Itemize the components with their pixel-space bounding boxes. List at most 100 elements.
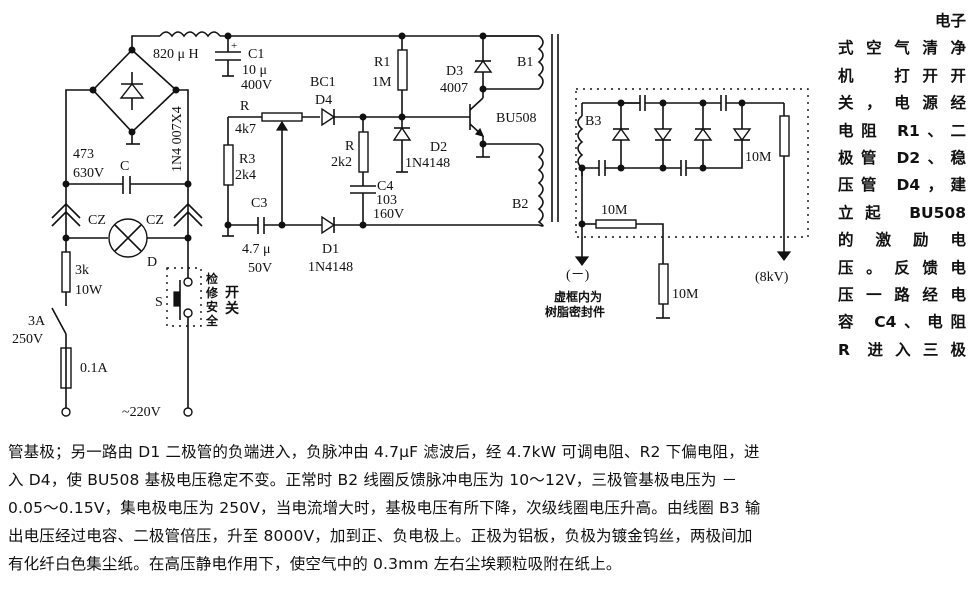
d2-part: 1N4148 <box>405 156 450 171</box>
hv-diode-4 <box>732 128 752 142</box>
switch-char: 检 <box>206 271 218 286</box>
side-text-line: 的 激 励 电 <box>838 231 966 250</box>
potting-note-2: 树脂密封件 <box>545 304 605 319</box>
potentiometer-4k7: R 4k7 <box>227 99 320 225</box>
side-text-line: 压管 D4，建 <box>838 176 966 195</box>
side-text-line: 电阻 R1、二 <box>838 121 966 140</box>
side-description: 电子 式空气清净 机 打开开 关，电源经 电阻 R1、二 极管 D2、稳 压管 … <box>838 8 966 364</box>
switch-label-vertical-1: 检 修 安 全 <box>205 271 222 328</box>
b3-label: B3 <box>585 114 601 129</box>
diode-d2: D2 1N4148 <box>392 117 450 173</box>
side-text-line: 容 C4、电阻 <box>838 313 966 332</box>
r-2k2-value: 2k2 <box>331 155 352 170</box>
inductor-820uH: 820 μ H <box>131 31 221 62</box>
resistor-r1: R1 1M <box>372 32 408 117</box>
cz-left-label: CZ <box>88 213 106 228</box>
r-3k-value: 3k <box>75 263 89 278</box>
mains-terminal-left <box>61 407 71 417</box>
r-3k-power: 10W <box>75 283 103 298</box>
resistor-10m-series: 10M <box>582 203 664 264</box>
side-text-line: 关，电源经 <box>838 94 966 113</box>
capacitor-c3: C3 4.7 μ 50V <box>228 196 282 276</box>
body-text-line: 出电压经过电容、二极管倍压，升至 8000V，加到正、负电极上。正极为铝板，负极… <box>8 527 753 545</box>
cz-right-label: CZ <box>146 213 164 228</box>
switch-char: 关 <box>225 300 239 317</box>
c4-voltage: 160V <box>373 207 404 222</box>
c-voltage: 630V <box>73 166 104 181</box>
r3-value: 2k4 <box>235 168 256 183</box>
bridge-diode-icon <box>119 72 145 110</box>
pot-name: R <box>240 99 250 114</box>
d1-name: D1 <box>322 242 339 257</box>
mains-label: ~220V <box>122 405 161 420</box>
body-text-line: 有化纤白色集尘纸。在高压静电作用下，使空气中的 0.3mm 左右尘埃颗粒吸附在纸… <box>8 555 622 573</box>
bc1-label: BC1 <box>310 75 336 90</box>
resistor-r3: R3 2k4 <box>223 144 256 225</box>
r-2k2-name: R <box>345 139 355 154</box>
lamp-label: D <box>147 255 157 270</box>
potting-boundary <box>575 88 809 238</box>
transistor-bu508: BU508 <box>469 89 536 158</box>
winding-b1: B1 <box>483 35 544 90</box>
safety-switch: S 检 修 安 全 开 关 <box>155 238 244 408</box>
capacitor-c-473: 473 630V C <box>66 147 188 194</box>
lamp-icon: D <box>66 218 188 270</box>
side-text-line: 式空气清净 <box>838 39 966 58</box>
side-text-line: R 进入三极 <box>838 340 966 359</box>
c1-voltage: 400V <box>241 78 272 93</box>
c3-name: C3 <box>251 196 267 211</box>
c4-value: 103 <box>376 193 397 208</box>
d1-part: 1N4148 <box>308 260 353 275</box>
switch-char: 全 <box>205 313 219 328</box>
b2-label: B2 <box>512 197 528 212</box>
body-description: 管基极；另一路由 D1 二极管的负端进入，负脉冲由 4.7μF 滤波后，经 4.… <box>8 438 970 578</box>
resistor-2k2: R 2k2 <box>331 117 369 186</box>
switch-s-label: S <box>155 295 163 310</box>
b1-label: B1 <box>517 55 533 70</box>
diode-d1: D1 1N4148 <box>282 215 363 275</box>
connector-cz-left: CZ <box>51 184 106 238</box>
potting-note-1: 虚框内为 <box>554 289 602 304</box>
pot-value: 4k7 <box>235 122 256 137</box>
body-text-line: 0.05～0.15V，集电极电压为 250V，当电流增大时，基极电压有所下降，次… <box>8 499 761 517</box>
diode-d3: D3 4007 <box>440 32 493 96</box>
pos-terminal-label: (8kV) <box>755 270 789 285</box>
capacitor-c1: + C1 10 μ 400V <box>215 36 272 93</box>
r3-name: R3 <box>239 152 255 167</box>
switch-label-vertical-2: 开 关 <box>225 285 244 317</box>
switch-char: 安 <box>206 299 218 314</box>
transistor-label: BU508 <box>496 111 536 126</box>
side-text-line: 立起 BU508 <box>838 203 966 222</box>
c-name: C <box>120 159 129 174</box>
neg-terminal-label: (－) <box>566 268 590 283</box>
switch-char: 修 <box>205 285 219 300</box>
r-10m-b-label: 10M <box>601 203 628 218</box>
body-text-line: 入 D4，使 BU508 基极电压稳定不变。正常时 B2 线圈反馈脉冲电压为 1… <box>8 471 738 489</box>
power-switch: 3A 250V <box>12 307 67 348</box>
side-text-line: 机 打开开 <box>838 66 966 85</box>
switch-rating-v: 250V <box>12 332 43 347</box>
hv-capacitor <box>703 95 784 111</box>
r-10m-a-label: 10M <box>745 150 772 165</box>
c1-value: 10 μ <box>242 63 267 78</box>
mains-terminal-right <box>183 407 193 417</box>
resistor-10m-bleeder: 10M <box>656 263 699 319</box>
switch-rating-a: 3A <box>28 314 46 329</box>
figure-title-text: 电子 <box>934 12 966 30</box>
zener-d4: BC1 D4 <box>310 75 363 127</box>
d4-label: D4 <box>315 93 332 108</box>
resistor-10m-output: 10M (8kV) <box>745 103 792 285</box>
r1-name: R1 <box>374 55 390 70</box>
d3-name: D3 <box>446 64 463 79</box>
side-text-line: 极管 D2、稳 <box>838 149 966 168</box>
fuse-label: 0.1A <box>80 361 109 376</box>
side-text-line: 压一路经电 <box>838 286 966 305</box>
r-10m-c-label: 10M <box>672 287 699 302</box>
fuse-icon: 0.1A <box>60 347 109 408</box>
c3-voltage: 50V <box>248 261 272 276</box>
body-text-line: 管基极；另一路由 D1 二极管的负端进入，负脉冲由 4.7μF 滤波后，经 4.… <box>8 443 760 461</box>
side-text-line: 压。反馈电 <box>838 258 966 277</box>
bridge-label: 1N4 007X4 <box>170 106 185 172</box>
c-value: 473 <box>73 147 94 162</box>
